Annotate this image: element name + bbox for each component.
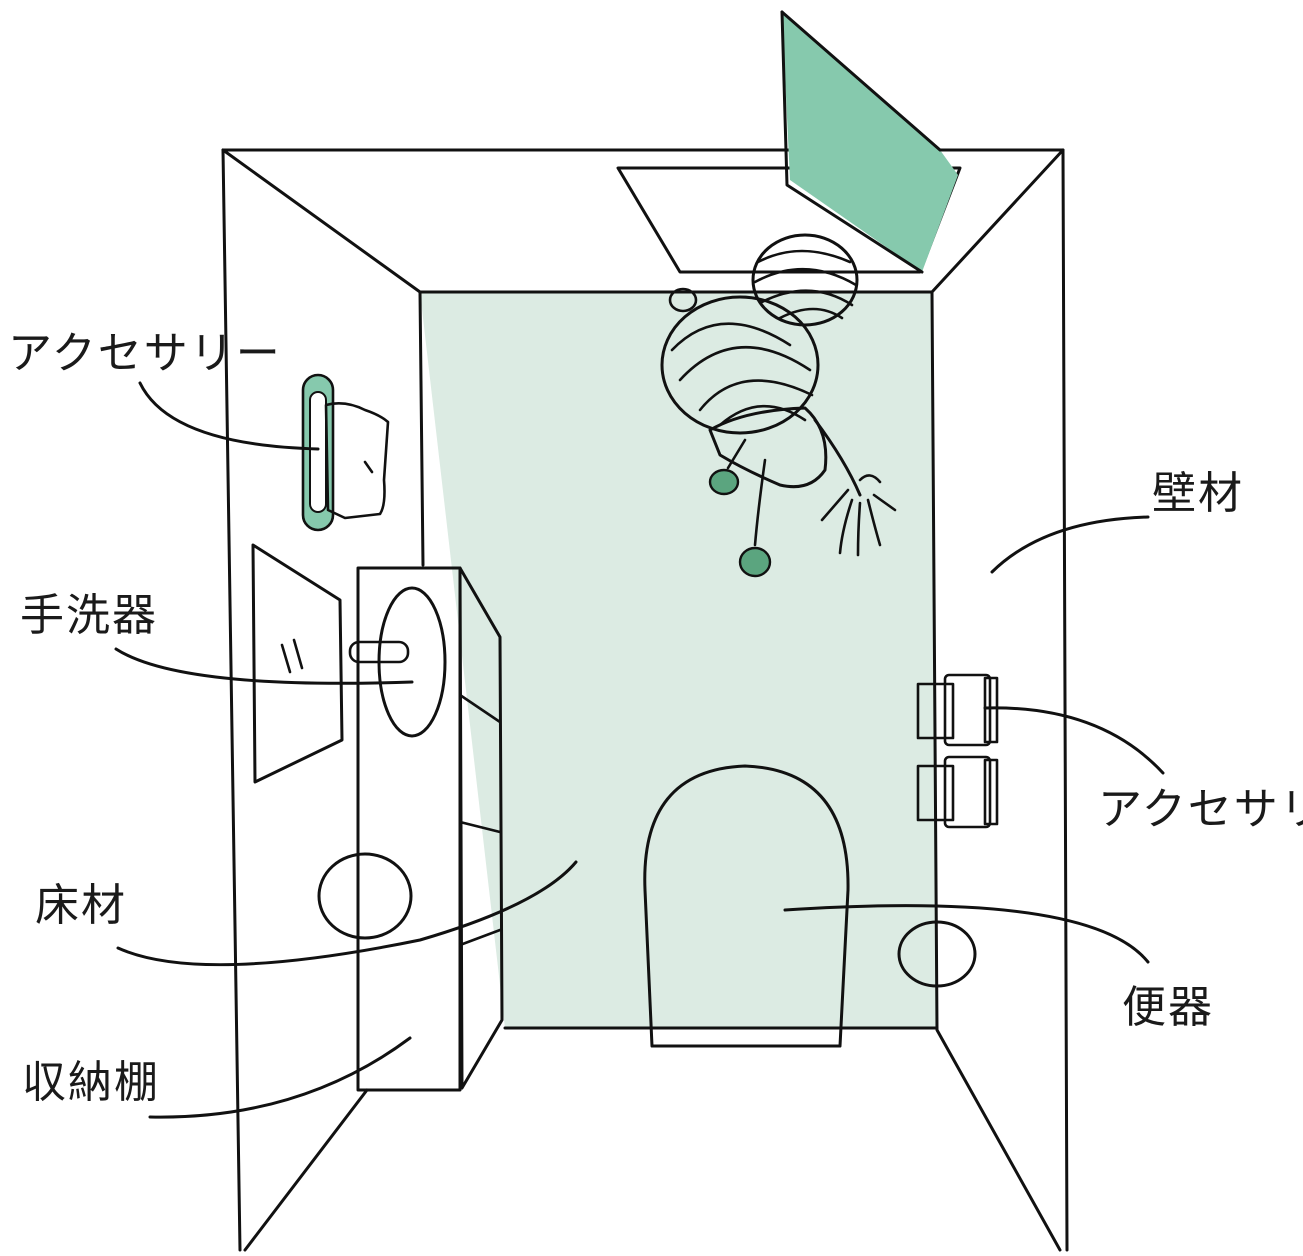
label-toilet: 便器 <box>1122 982 1214 1033</box>
label-accessory-right: アクセサリー <box>1098 784 1303 835</box>
leader-accessory-left <box>138 381 320 451</box>
shelf-icon <box>356 566 504 1092</box>
toilet-icon <box>643 764 850 1048</box>
leader-handwash <box>114 647 414 685</box>
toilet-paper-icon <box>916 673 999 829</box>
leader-accessory-right <box>983 706 1165 775</box>
floor-marker-left <box>317 852 413 940</box>
label-flooring: 床材 <box>35 880 127 931</box>
label-wall-material: 壁材 <box>1152 468 1244 519</box>
label-storage-shelf: 収納棚 <box>22 1057 160 1108</box>
door-icon <box>616 10 962 274</box>
leader-storage <box>148 1036 412 1119</box>
floor-marker-right <box>897 920 977 988</box>
leader-toilet <box>783 904 1150 964</box>
label-handwash: 手洗器 <box>20 590 158 641</box>
person-topdown-icon <box>660 233 897 578</box>
floor <box>420 292 937 1028</box>
towel-ring-icon <box>301 373 390 532</box>
mirror <box>251 543 344 784</box>
leader-wall <box>990 515 1150 574</box>
sink-icon <box>348 586 447 738</box>
label-accessory-left: アクセサリー <box>8 328 282 379</box>
leader-lines <box>114 381 1165 1119</box>
leader-flooring <box>116 860 578 967</box>
